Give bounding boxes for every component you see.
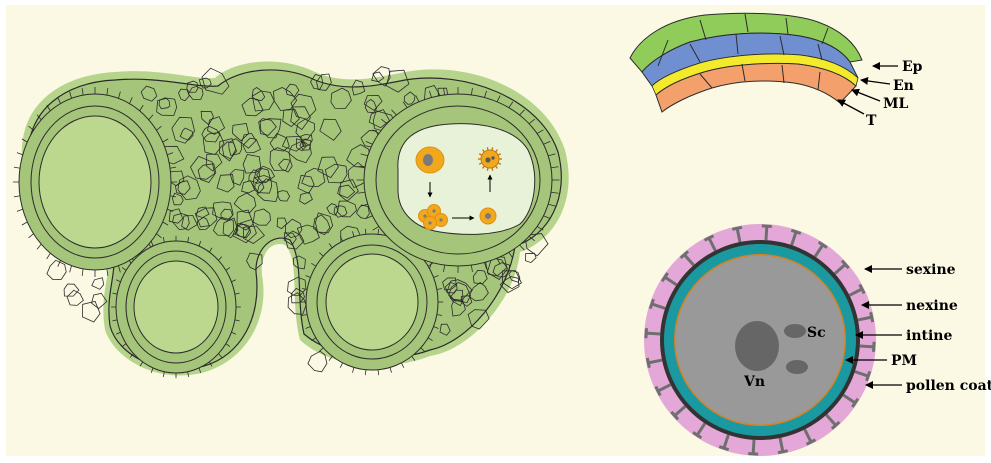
label-pm: PM (891, 353, 917, 369)
sexine-spine-cap (732, 227, 742, 229)
vegetative-nucleus (735, 321, 779, 371)
grain-spine (487, 147, 488, 150)
label-t: T (866, 113, 877, 129)
sexine-spine-cap (871, 312, 873, 322)
sperm-cell (784, 324, 806, 338)
label-intine: intine (906, 328, 952, 344)
grain-spine (492, 168, 493, 171)
label-vn: Vn (743, 374, 765, 390)
microspore-mother-cell (416, 147, 444, 173)
sexine-spine (766, 226, 767, 240)
sexine-spine-cap (646, 328, 647, 338)
label-sc: Sc (807, 325, 826, 341)
sexine-spine-cap (647, 358, 649, 368)
label-sexine: sexine (906, 262, 956, 278)
label-nexine: nexine (906, 298, 958, 314)
sexine-spine-cap (778, 451, 788, 453)
label-ep: Ep (902, 59, 923, 75)
label-en: En (893, 78, 914, 94)
locule-bottom-left (116, 241, 236, 373)
sperm-cell-2 (786, 360, 808, 374)
sexine-spine-cap (748, 453, 758, 454)
sexine-spine-cap (762, 226, 772, 227)
locule-top-right (364, 94, 552, 266)
label-ml: ML (883, 96, 908, 112)
sexine-spine (646, 333, 660, 334)
label-pollen-coat: pollen coat (906, 378, 991, 394)
sexine-spine (860, 346, 874, 347)
grain-spine (487, 168, 488, 171)
sexine-spine-cap (873, 342, 874, 352)
grain-spine (492, 147, 493, 150)
sexine-spine (753, 440, 754, 454)
free-microspore (480, 208, 496, 224)
locule-top-left (19, 94, 171, 270)
